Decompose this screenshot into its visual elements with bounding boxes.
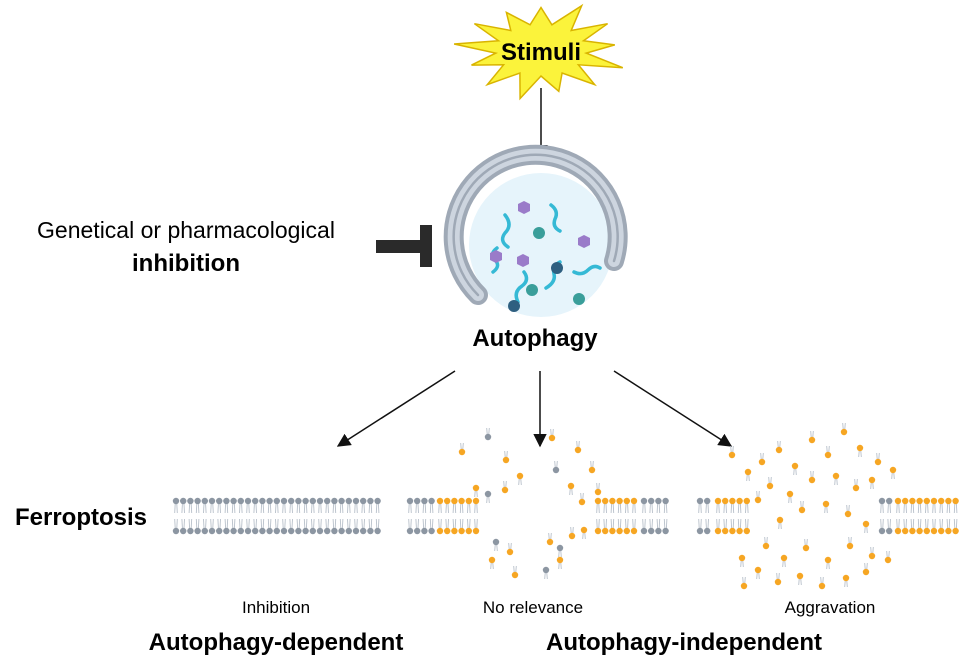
ferroptosis-label: Ferroptosis xyxy=(15,504,147,531)
outcome-inhibition: Inhibition xyxy=(242,598,310,617)
ruptured-membrane-icon xyxy=(696,422,959,590)
outcome-no-relevance: No relevance xyxy=(483,598,583,617)
partially-disrupted-membrane-icon xyxy=(406,427,669,580)
intact-membrane-icon xyxy=(172,497,381,535)
autophagy-label: Autophagy xyxy=(472,325,598,352)
inhibition-tbar-icon xyxy=(376,225,432,267)
inhibition-line1: Genetical or pharmacological xyxy=(37,217,335,243)
category-autophagy-dependent: Autophagy-dependent xyxy=(149,629,404,656)
autophagosome-icon xyxy=(443,144,628,317)
outcome-aggravation: Aggravation xyxy=(785,598,876,617)
inhibition-line2: inhibition xyxy=(132,250,240,277)
arrow-to-inhibition xyxy=(336,370,456,447)
stimuli-starburst xyxy=(453,3,624,101)
category-autophagy-independent: Autophagy-independent xyxy=(546,629,822,656)
stimuli-label: Stimuli xyxy=(501,39,581,66)
arrow-to-aggravation xyxy=(613,370,733,447)
